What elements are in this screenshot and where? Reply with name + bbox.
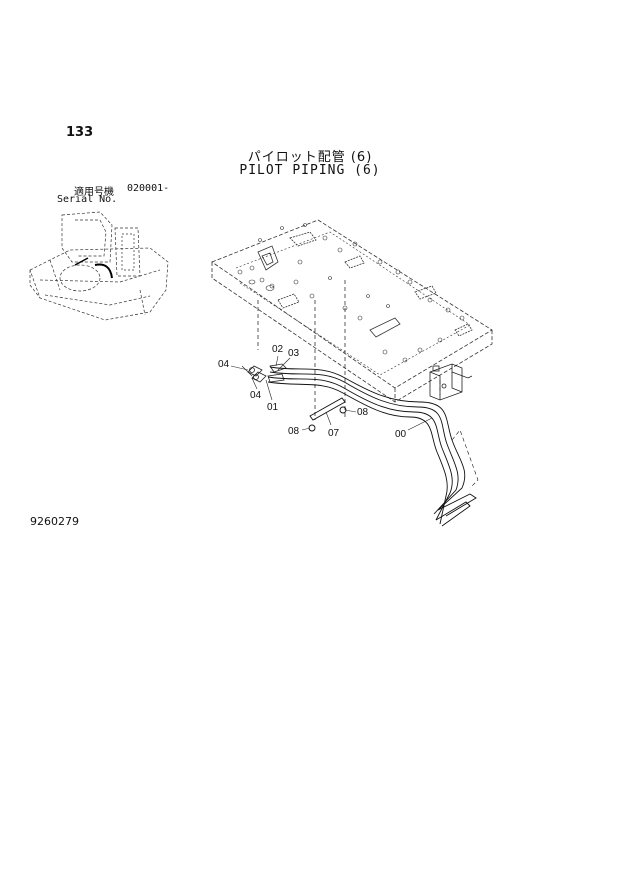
callout-label: 00 bbox=[395, 429, 407, 440]
hose-bundle bbox=[267, 366, 479, 527]
callout-label: 04 bbox=[250, 390, 262, 401]
diagram-title-japanese: パイロット配管 (6) bbox=[247, 150, 373, 165]
inset-machine-view bbox=[29, 211, 169, 321]
diagram-title-english: PILOT PIPING (6) bbox=[239, 163, 381, 178]
valve-block-right bbox=[429, 363, 473, 401]
callout-label: 08 bbox=[288, 426, 300, 437]
serial-label-japanese: 適用号機 bbox=[74, 187, 114, 198]
left-fittings bbox=[247, 363, 287, 383]
leader-lines bbox=[230, 355, 433, 431]
callout-label: 04 bbox=[218, 359, 230, 370]
callout-labels: 04 02 03 04 01 08 08 07 00 bbox=[218, 344, 407, 440]
callout-label: 03 bbox=[288, 348, 300, 359]
serial-label-english: Serial No. bbox=[57, 194, 118, 205]
page-number: 133 bbox=[66, 125, 94, 140]
serial-code: 020001- bbox=[127, 183, 170, 194]
callout-label: 08 bbox=[357, 407, 369, 418]
callout-label: 02 bbox=[272, 344, 284, 355]
callout-label: 07 bbox=[328, 428, 340, 439]
document-number: 9260279 bbox=[30, 515, 79, 528]
callout-label: 01 bbox=[267, 402, 279, 413]
floor-plate bbox=[211, 219, 493, 420]
support-bar bbox=[308, 397, 347, 432]
